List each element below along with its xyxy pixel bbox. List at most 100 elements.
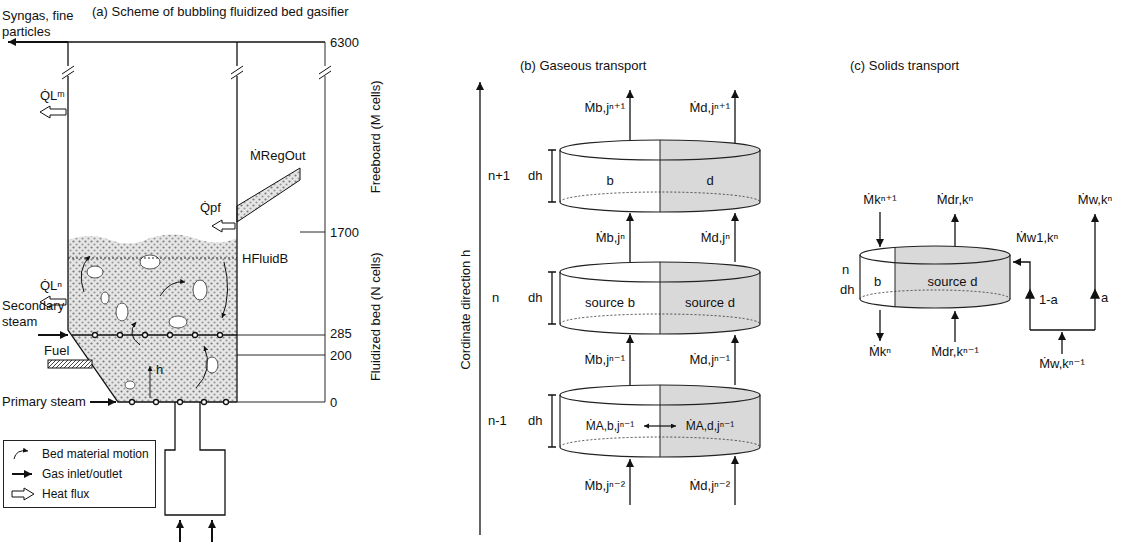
steam-distributor [224, 400, 229, 405]
flow-label: n [492, 290, 499, 306]
steam-distributor [118, 333, 123, 338]
flow-label: Ṁd,jⁿ⁺¹ [690, 100, 731, 116]
gasifier-vessel [68, 42, 237, 402]
flow-arrow [479, 82, 480, 535]
dimension-value: 0 [330, 395, 337, 411]
flow-label: Ṁd,jⁿ [701, 230, 730, 246]
dimension-value: 285 [330, 326, 352, 342]
gas-bubbles [140, 255, 160, 269]
heat-flux-arrow [212, 220, 235, 232]
cylinder-outline [644, 425, 676, 426]
break-mark [62, 66, 74, 79]
steam-distributor [93, 333, 98, 338]
gasifier-vessel [236, 42, 237, 402]
gas-arrow [179, 520, 181, 542]
dimension-scale [237, 232, 325, 402]
legend-row: Heat flux [10, 484, 149, 504]
flow-label: Ṁd,jⁿ⁻² [690, 478, 731, 494]
cell-text: b [606, 173, 613, 189]
gas-bubbles [116, 303, 128, 321]
zone-label: Fluidized bed (N cells) [367, 253, 383, 382]
flow-label: Ṁdr,kⁿ⁻¹ [931, 344, 979, 360]
flow-label: Fuel [44, 343, 69, 359]
flow-label: dh [840, 282, 854, 298]
flow-arrow [734, 90, 735, 143]
flow-label: Q̇Lⁿ [40, 278, 62, 294]
flow-arrow [879, 212, 880, 247]
flow-label: dh [528, 168, 542, 184]
flow-arrow [954, 214, 955, 248]
break-mark [62, 66, 331, 79]
flow-label: 1-a [1039, 292, 1058, 308]
cell-cylinder: ṀA,b,jⁿ⁻¹ṀA,d,jⁿ⁻¹ [560, 385, 760, 457]
gas-bubbles [193, 280, 207, 300]
flow-arrow [1061, 332, 1062, 354]
break-mark [231, 66, 243, 79]
panel-title: (a) Scheme of bubbling fluidized bed gas… [92, 4, 349, 20]
cylinder-outline [660, 140, 661, 212]
flow-label: Primary steam [2, 394, 86, 410]
flow-label: h [156, 362, 163, 378]
flow-arrow [1094, 214, 1095, 330]
cell-text: source b [585, 295, 635, 311]
bed-motion-arrow [132, 322, 140, 345]
flow-label: dh [528, 290, 542, 306]
cell-text: d [706, 173, 713, 189]
cell-cylinder: bd [560, 140, 760, 212]
flow-label: Ṁb,jⁿ⁺¹ [585, 100, 626, 116]
cylinder-outline [660, 385, 661, 457]
gas-arrow [38, 334, 68, 336]
fuel-feeder [48, 360, 92, 368]
gas-bubbles [125, 381, 135, 389]
steam-distributor [218, 333, 223, 338]
dimension-scale [150, 366, 151, 398]
flow-arrow [734, 456, 735, 505]
flow-label: Ṁw,kⁿ [1078, 192, 1112, 208]
flow-arrow [629, 90, 630, 141]
steam-distributor [168, 333, 173, 338]
flow-label: n-1 [488, 413, 507, 429]
bed-motion-arrow [196, 346, 208, 388]
flow-label: Secondary steam [2, 298, 72, 329]
flow-label: Ṁb,jⁿ [596, 230, 625, 246]
gasifier-vessel [165, 402, 225, 515]
flow-arrow [548, 150, 556, 202]
cylinder-outline [860, 246, 1010, 264]
axis-label: Cordinate direction h [458, 250, 474, 370]
flow-label: Q̇pf [200, 200, 221, 216]
flow-label: Syngas, fine particles [2, 8, 90, 39]
steam-distributor [202, 400, 207, 405]
steam-distributor [143, 333, 148, 338]
legend-row: Bed material motion [10, 444, 149, 464]
dimension-value: 1700 [330, 225, 359, 241]
flow-arrow [480, 82, 1099, 535]
gas-bubbles [87, 255, 218, 389]
steam-distributor [178, 400, 183, 405]
flow-arrow [954, 311, 955, 342]
cell-cylinder: source bsource d [560, 262, 760, 334]
flow-arrow [629, 459, 630, 505]
flow-label: HFluidB [242, 251, 288, 267]
flow-label: Ṁb,jⁿ⁻¹ [585, 352, 626, 368]
dimension-scale [68, 258, 237, 259]
flow-arrow [879, 310, 880, 341]
heat-flux-arrow [40, 106, 235, 308]
cylinder-outline [660, 262, 661, 334]
bed-motion-arrow [222, 262, 228, 318]
cylinder-outline [860, 255, 1010, 308]
legend-sample [12, 473, 32, 475]
dimension-value: 200 [330, 348, 352, 364]
flow-label: Ṁd,jⁿ⁻¹ [690, 352, 731, 368]
flow-label: ṀRegOut [250, 148, 306, 164]
flow-label: dh [528, 413, 542, 429]
cell-text: ṀA,d,jⁿ⁻¹ [686, 419, 735, 433]
gas-arrow [211, 520, 213, 542]
legend-text: Gas inlet/outlet [42, 467, 122, 481]
gas-arrow [90, 401, 116, 403]
flow-label: a [1101, 290, 1108, 306]
flow-label: Ṁb,jⁿ⁻² [585, 478, 626, 494]
flow-label: Ṁdr,kⁿ [937, 192, 974, 208]
heat-flux-arrow [40, 106, 66, 118]
legend-sample [10, 487, 36, 501]
flow-label: Ṁkⁿ [869, 344, 891, 360]
